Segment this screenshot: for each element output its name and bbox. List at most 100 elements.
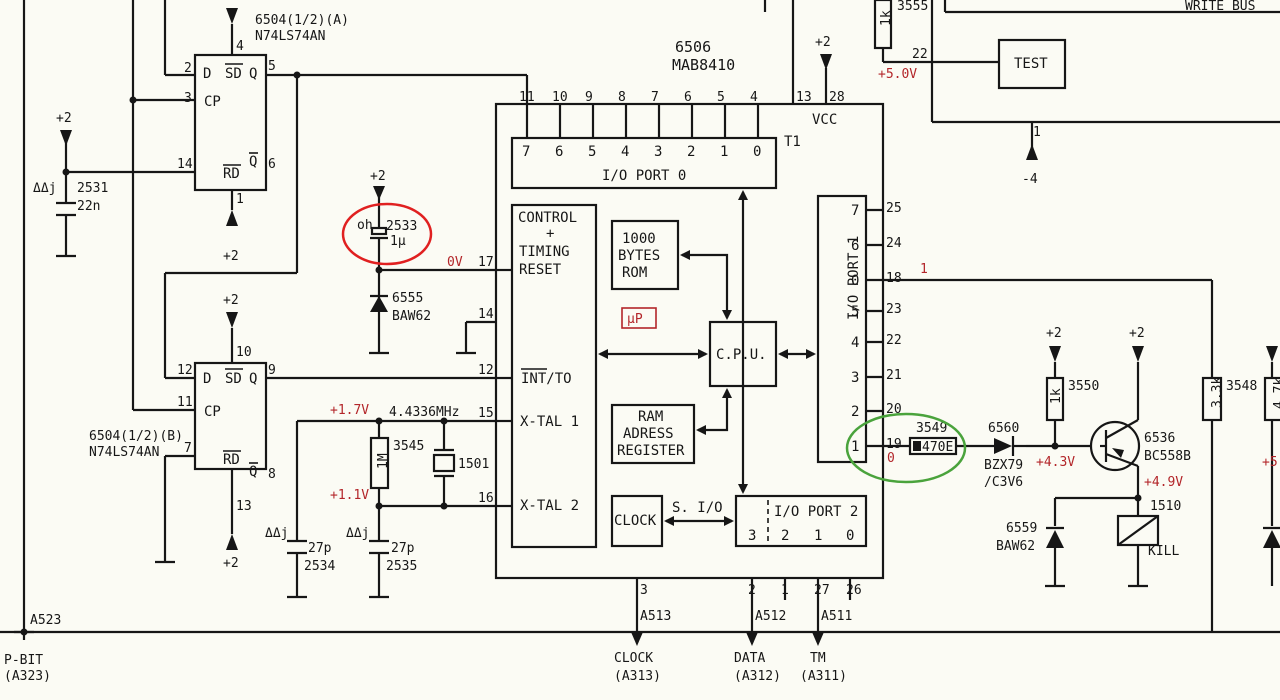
arrow-icon — [1026, 144, 1038, 160]
svg-text:Q: Q — [249, 371, 257, 387]
svg-text:TEST: TEST — [1014, 56, 1048, 72]
svg-text:CP: CP — [204, 94, 221, 110]
svg-text:6555: 6555 — [392, 291, 423, 306]
test-block: TEST 22 WRITE BUS — [912, 0, 1255, 90]
svg-text:3545: 3545 — [393, 439, 424, 454]
svg-text:1µ: 1µ — [390, 234, 406, 249]
port1-bit-label: 5 — [851, 304, 859, 320]
svg-text:17: 17 — [478, 255, 494, 270]
svg-text:ADRESS: ADRESS — [623, 426, 674, 442]
connector-a523: A523 — [30, 613, 61, 628]
junctions — [20, 71, 1142, 636]
svg-text:7: 7 — [184, 441, 192, 456]
svg-text:BYTES: BYTES — [618, 248, 660, 264]
svg-text:1000: 1000 — [622, 231, 656, 247]
port2-pin-number: 2 — [748, 583, 756, 598]
svg-text:6: 6 — [268, 157, 276, 172]
svg-text:27p: 27p — [308, 541, 332, 556]
ic-name: 6506 — [675, 38, 711, 56]
arrow-icon — [60, 130, 72, 146]
port2-pin-number: 26 — [846, 583, 862, 598]
svg-text:P-BIT: P-BIT — [4, 653, 43, 668]
voltage-labels: 0V +1.7V +1.1V +5.0V +4.3V +4.9V +5. 1 0 — [330, 67, 1280, 503]
svg-text:CLOCK: CLOCK — [614, 651, 653, 666]
svg-text:ΔΔj: ΔΔj — [265, 526, 288, 541]
svg-text:TM: TM — [810, 651, 826, 666]
arrow-icon — [226, 312, 238, 328]
svg-text:2535: 2535 — [386, 559, 417, 574]
port1-pin-number: 24 — [886, 236, 902, 251]
diode-edge — [1263, 526, 1280, 548]
highlight-circle-green — [845, 412, 967, 484]
svg-text:1: 1 — [1033, 125, 1041, 140]
svg-text:10: 10 — [236, 345, 252, 360]
svg-text:C.P.U.: C.P.U. — [716, 347, 767, 363]
ff-b-part: N74LS74AN — [89, 445, 159, 460]
port0-bit-label: 5 — [588, 144, 596, 160]
svg-text:BAW62: BAW62 — [392, 309, 431, 324]
svg-text:+2: +2 — [223, 293, 239, 308]
port2-bit-label: 3 — [748, 528, 756, 544]
svg-text:2531: 2531 — [77, 181, 108, 196]
svg-text:2534: 2534 — [304, 559, 335, 574]
svg-text:ΔΔj: ΔΔj — [346, 526, 369, 541]
supply-labels: +2 +2 +2 +2 +2 +2 +2 +2 -4 1 — [56, 35, 1145, 571]
resistor-top: 1k 3555 — [873, 0, 928, 50]
svg-text:ROM: ROM — [622, 265, 647, 281]
flip-flop-b: 6504(1/2)(B) N74LS74AN D SD Q CP RD Q 12… — [89, 328, 276, 534]
port1-bit-label: 4 — [851, 335, 859, 351]
svg-text:D: D — [203, 371, 211, 387]
svg-text:I/O PORT 2: I/O PORT 2 — [774, 504, 858, 520]
svg-text:RD: RD — [223, 452, 240, 468]
wires — [0, 0, 1280, 640]
svg-text:ΔΔj: ΔΔj — [33, 181, 56, 196]
arrow-icon — [373, 186, 385, 200]
svg-text:11: 11 — [177, 395, 193, 410]
io-port-1 — [816, 194, 868, 464]
svg-text:3: 3 — [640, 583, 648, 598]
svg-text:15: 15 — [478, 406, 494, 421]
resistor-edge: 4.7k — [1263, 376, 1280, 422]
svg-text:22: 22 — [912, 47, 928, 62]
svg-text:X-TAL 2: X-TAL 2 — [520, 498, 579, 514]
svg-text:470E: 470E — [922, 440, 953, 455]
resistor-3549: 470E 3549 — [845, 412, 967, 484]
port1-bit-label: 0 — [851, 273, 859, 289]
svg-text:+2: +2 — [370, 169, 386, 184]
capacitor-2531: ΔΔj 2531 22n — [33, 181, 108, 217]
svg-text:13: 13 — [236, 499, 252, 514]
arrow-icon — [226, 534, 238, 550]
svg-text:27p: 27p — [391, 541, 415, 556]
ff-a-name: 6504(1/2)(A) — [255, 13, 349, 28]
svg-text:6559: 6559 — [1006, 521, 1037, 536]
svg-text:+5.: +5. — [1262, 455, 1280, 470]
port1-bit-label: 6 — [851, 238, 859, 254]
port0-bit-label: 2 — [687, 144, 695, 160]
resistor-3550: 1k 3550 — [1045, 376, 1099, 422]
svg-text:4.4336MHz: 4.4336MHz — [389, 405, 459, 420]
port0-pin-number: 6 — [684, 90, 692, 105]
svg-text:D: D — [203, 66, 211, 82]
port1-pin-number: 18 — [886, 271, 902, 286]
svg-text:DATA: DATA — [734, 651, 765, 666]
svg-text:INT/TO: INT/TO — [521, 371, 572, 387]
connectors: A523 P-BIT (A323) A513 CLOCK (A313) A512… — [4, 609, 852, 684]
svg-text:4.7k: 4.7k — [1272, 378, 1280, 409]
arrow-icon — [820, 54, 832, 70]
port0-bit-label: 3 — [654, 144, 662, 160]
svg-text:9: 9 — [268, 363, 276, 378]
svg-text:+: + — [546, 226, 554, 242]
port2-bit-label: 1 — [814, 528, 822, 544]
connector-a512: A512 — [755, 609, 786, 624]
arrow-icon — [1132, 346, 1144, 362]
connector-a513: A513 — [640, 609, 671, 624]
svg-text:µP: µP — [627, 312, 643, 327]
svg-text:1M: 1M — [376, 453, 391, 469]
port1-bit-label: 3 — [851, 370, 859, 386]
svg-text:(A311): (A311) — [800, 669, 847, 684]
port0-bit-label: 0 — [753, 144, 761, 160]
svg-text:oh: oh — [357, 218, 373, 233]
svg-text:1k: 1k — [1049, 388, 1064, 404]
svg-text:I/O PORT 0: I/O PORT 0 — [602, 168, 686, 184]
